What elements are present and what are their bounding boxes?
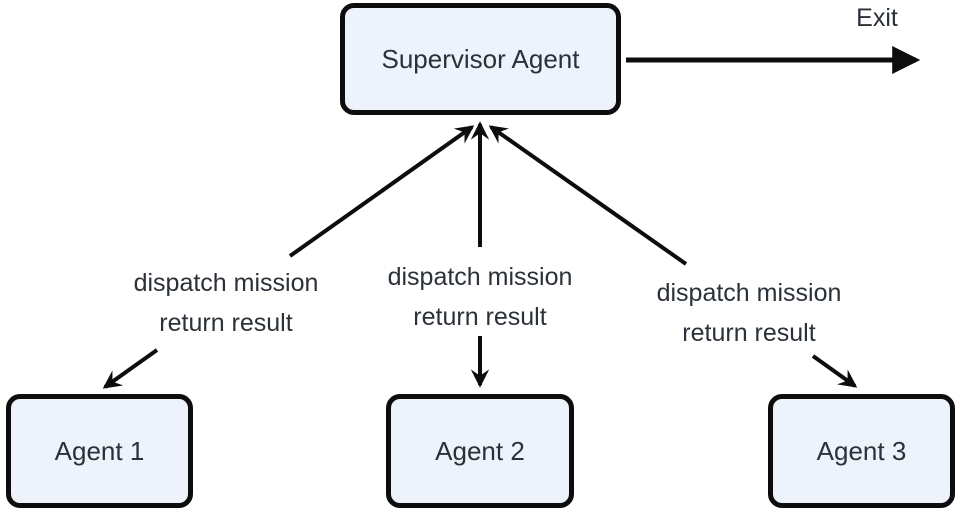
edge-label-agent3-line2: return result (682, 319, 816, 347)
edge-agent3-to-supervisor-line (488, 125, 688, 266)
edge-agent1-to-supervisor-line (288, 125, 475, 258)
node-agent-2: Agent 2 (386, 394, 574, 508)
node-supervisor-agent-label: Supervisor Agent (381, 43, 580, 74)
node-supervisor-agent: Supervisor Agent (340, 3, 621, 115)
node-agent-1-label: Agent 1 (54, 435, 145, 466)
exit-arrow-label: Exit (856, 4, 898, 32)
edge-supervisor-to-agent1-line (102, 348, 159, 389)
node-agent-1: Agent 1 (6, 394, 193, 508)
edge-label-agent1-line2: return result (159, 309, 293, 337)
edge-supervisor-to-agent3-line (811, 354, 858, 388)
edge-label-agent2-line2: return result (413, 303, 547, 331)
edge-label-agent2-line1: dispatch mission (387, 263, 573, 291)
edge-label-agent3: dispatch mission return result (609, 273, 889, 353)
edge-label-agent2: dispatch mission return result (340, 257, 620, 337)
edge-label-agent1: dispatch mission return result (86, 263, 366, 343)
edge-label-agent3-line1: dispatch mission (656, 279, 842, 307)
node-agent-3: Agent 3 (768, 394, 955, 508)
node-agent-3-label: Agent 3 (816, 435, 907, 466)
node-agent-2-label: Agent 2 (435, 435, 525, 466)
edge-label-agent1-line1: dispatch mission (133, 269, 319, 297)
